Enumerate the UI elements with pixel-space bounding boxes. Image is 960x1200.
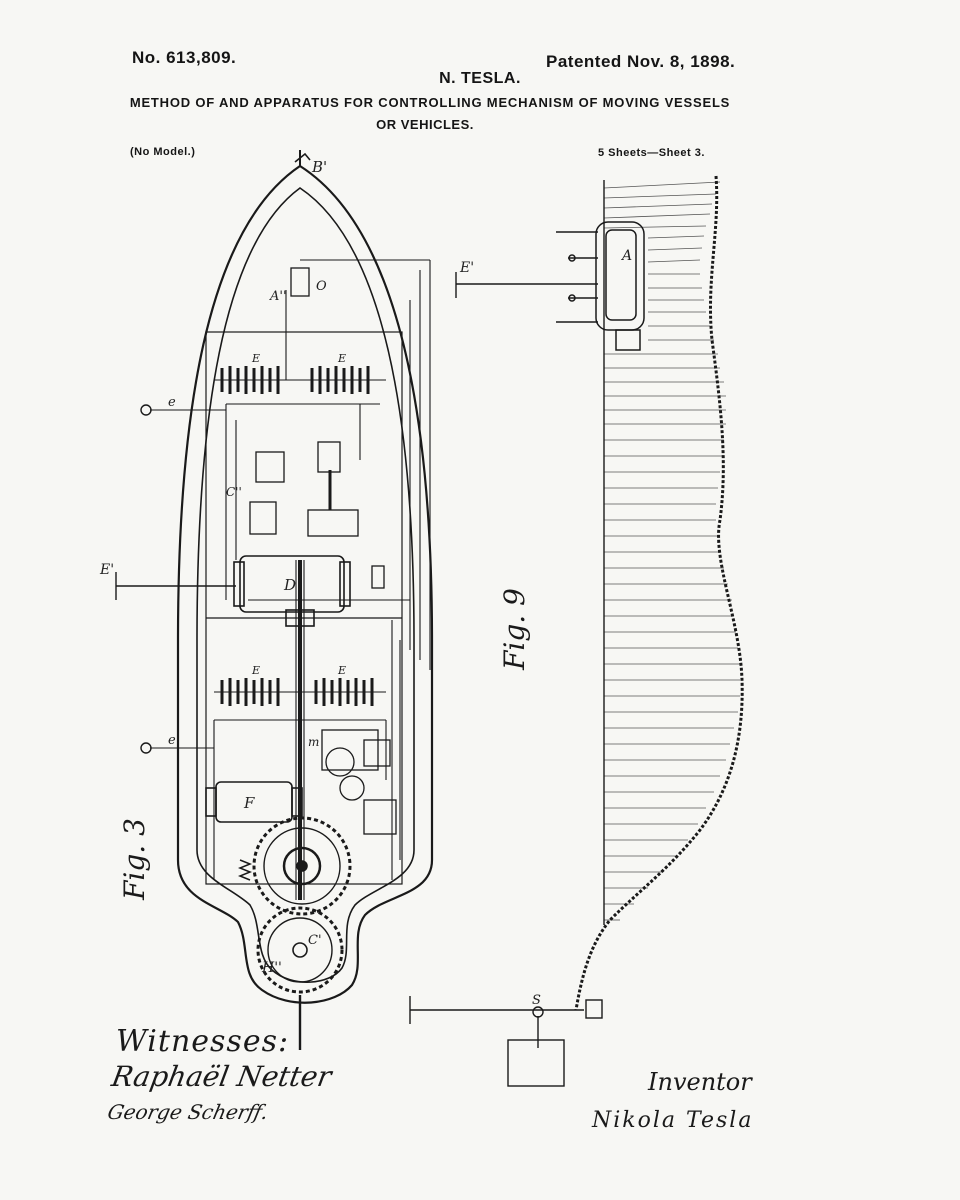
- steering-motor: [205, 781, 303, 823]
- label-e-lower: e: [168, 733, 176, 748]
- witness-signature-1: Raphaël Netter: [109, 1060, 334, 1093]
- water-surface: [603, 181, 740, 921]
- gear-wheels: [237, 816, 352, 994]
- label-E-bottom-right: E: [337, 664, 346, 677]
- label-A: A: [620, 248, 632, 264]
- inventor-name-header: N. TESLA.: [439, 70, 521, 87]
- label-E-prime-fig3: E': [99, 562, 114, 578]
- label-E-prime-fig9: E': [459, 260, 474, 276]
- label-D: D: [283, 576, 296, 594]
- label-C-double: C'': [226, 485, 242, 499]
- patent-number: No. 613,809.: [132, 48, 237, 67]
- relay-components: [249, 267, 397, 835]
- label-e-upper: e: [168, 395, 176, 410]
- vessel-A: [556, 221, 645, 351]
- shoreline: [574, 175, 744, 1011]
- label-A-double: A'': [269, 289, 287, 304]
- boat-hull: [176, 150, 434, 1050]
- label-H-double: H'': [261, 960, 282, 976]
- shore-transmitter: [409, 996, 603, 1087]
- witnesses-label: Witnesses:: [116, 1024, 290, 1059]
- inventor-label: Inventor: [648, 1068, 752, 1096]
- label-B-prime: B': [311, 158, 327, 176]
- fig9-label: Fig. 9: [498, 588, 531, 670]
- circuit-wiring: [150, 259, 431, 900]
- patent-date: Patented Nov. 8, 1898.: [546, 52, 736, 71]
- inventor-signature: Nikola Tesla: [592, 1108, 754, 1133]
- label-E-top-right: E: [337, 352, 346, 365]
- label-E-top-left: E: [251, 352, 260, 365]
- model-note: (No Model.): [130, 146, 196, 158]
- terminal-posts: [115, 404, 236, 754]
- label-S: S: [532, 993, 541, 1008]
- label-C-prime: C': [308, 933, 322, 948]
- label-E-bottom-left: E: [251, 664, 260, 677]
- fig3-label: Fig. 3: [118, 818, 151, 900]
- patent-title-line-2: OR VEHICLES.: [376, 117, 474, 132]
- sheet-count: 5 Sheets—Sheet 3.: [598, 147, 705, 159]
- patent-title-line-1: METHOD OF AND APPARATUS FOR CONTROLLING …: [129, 95, 731, 110]
- witness-signature-2: George Scherff.: [105, 1100, 271, 1124]
- label-m: m: [308, 735, 319, 749]
- label-F: F: [243, 794, 255, 812]
- propulsion-motor: [233, 555, 351, 627]
- label-O: O: [316, 279, 327, 294]
